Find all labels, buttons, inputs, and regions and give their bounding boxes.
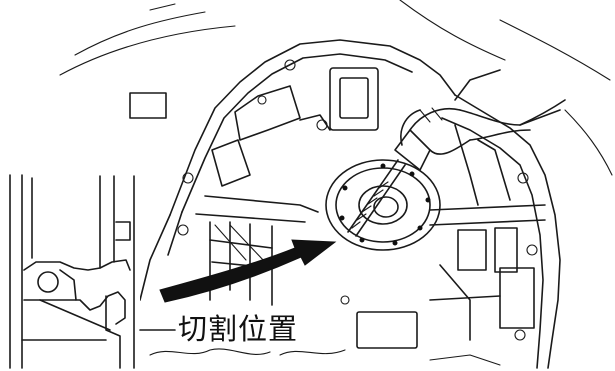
oil-seal bbox=[325, 159, 441, 251]
seal-bolts bbox=[339, 163, 431, 246]
cut-position-label: 切割位置 bbox=[176, 311, 301, 347]
background-curves bbox=[59, 0, 613, 176]
lower-detail bbox=[149, 348, 501, 366]
housing-outline bbox=[139, 39, 561, 369]
inset-detail bbox=[0, 170, 176, 371]
screwdriver-and-hand bbox=[347, 69, 566, 237]
direction-arrow bbox=[159, 239, 337, 303]
small-block bbox=[129, 92, 167, 119]
inner-ribs bbox=[195, 67, 546, 349]
bolt-holes bbox=[177, 59, 538, 341]
